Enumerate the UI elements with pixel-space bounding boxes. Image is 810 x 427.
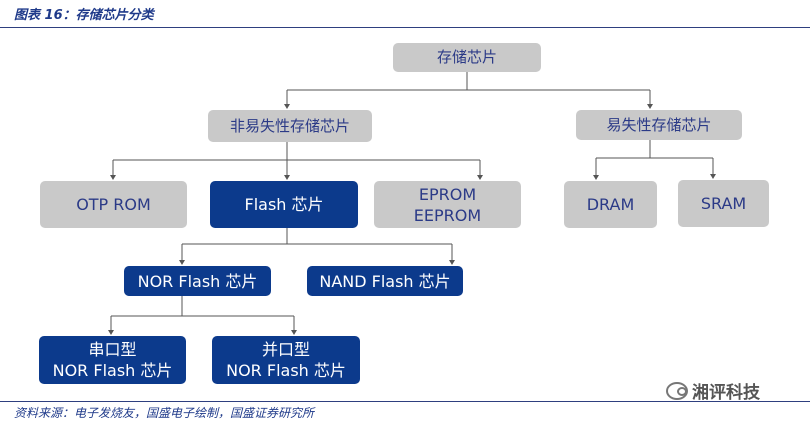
node-storage-chip: 存储芯片: [393, 43, 541, 72]
node-eprom-eeprom: EPROM EEPROM: [374, 181, 521, 228]
node-volatile: 易失性存储芯片: [576, 110, 742, 140]
source-divider: [0, 401, 810, 402]
figure-source: 资料来源：电子发烧友，国盛电子绘制，国盛证券研究所: [14, 406, 315, 420]
node-eprom-line1: EPROM: [418, 184, 477, 204]
watermark-text: 湘评科技: [692, 383, 760, 403]
node-nor-flash: NOR Flash 芯片: [124, 266, 271, 296]
node-dram: DRAM: [564, 181, 657, 228]
node-serial-line2: NOR Flash 芯片: [52, 361, 173, 380]
node-otp-rom: OTP ROM: [40, 181, 187, 228]
title-divider: [0, 27, 810, 28]
node-non-volatile: 非易失性存储芯片: [208, 110, 372, 142]
wechat-icon: [666, 381, 688, 400]
figure-title: 图表 16：存储芯片分类: [14, 8, 154, 23]
node-parallel-line2: NOR Flash 芯片: [226, 361, 346, 380]
node-parallel-line1: 并口型: [261, 340, 310, 359]
node-eprom-line2: EEPROM: [413, 205, 482, 225]
node-serial-line1: 串口型: [88, 340, 137, 359]
node-parallel-nor: 并口型 NOR Flash 芯片: [212, 336, 360, 384]
watermark: 湘评科技: [666, 378, 760, 403]
node-nand-flash: NAND Flash 芯片: [307, 266, 463, 296]
node-serial-nor: 串口型 NOR Flash 芯片: [39, 336, 186, 384]
node-flash: Flash 芯片: [210, 181, 358, 228]
node-sram: SRAM: [678, 180, 769, 227]
